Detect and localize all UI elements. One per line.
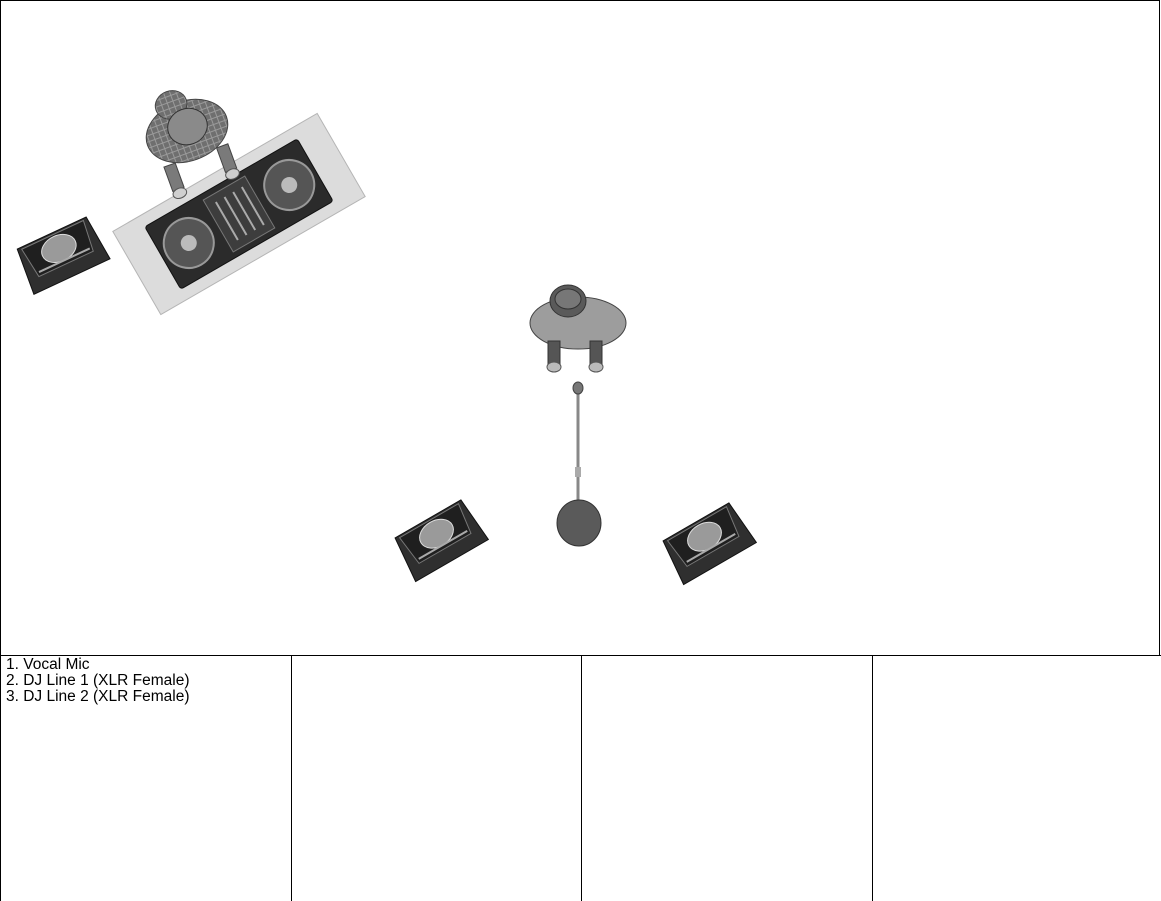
monitor-wedge-left — [392, 498, 489, 582]
monitor-wedge-right — [660, 501, 757, 585]
input-list-item: 1. Vocal Mic — [6, 657, 291, 673]
singer-icon — [530, 285, 626, 372]
monitor-wedge-dj — [14, 215, 110, 294]
stage-area — [0, 0, 1160, 655]
microphone-stand-icon — [557, 382, 601, 546]
empty-column-cell — [872, 656, 1161, 901]
input-list-table: 1. Vocal Mic 2. DJ Line 1 (XLR Female) 3… — [0, 655, 1161, 900]
input-list-cell: 1. Vocal Mic 2. DJ Line 1 (XLR Female) 3… — [0, 656, 291, 901]
stage-diagram — [1, 1, 1161, 656]
empty-column-cell — [581, 656, 872, 901]
input-list-item: 3. DJ Line 2 (XLR Female) — [6, 689, 291, 705]
empty-column-cell — [291, 656, 581, 901]
input-list-item: 2. DJ Line 1 (XLR Female) — [6, 673, 291, 689]
input-list: 1. Vocal Mic 2. DJ Line 1 (XLR Female) 3… — [1, 656, 291, 705]
